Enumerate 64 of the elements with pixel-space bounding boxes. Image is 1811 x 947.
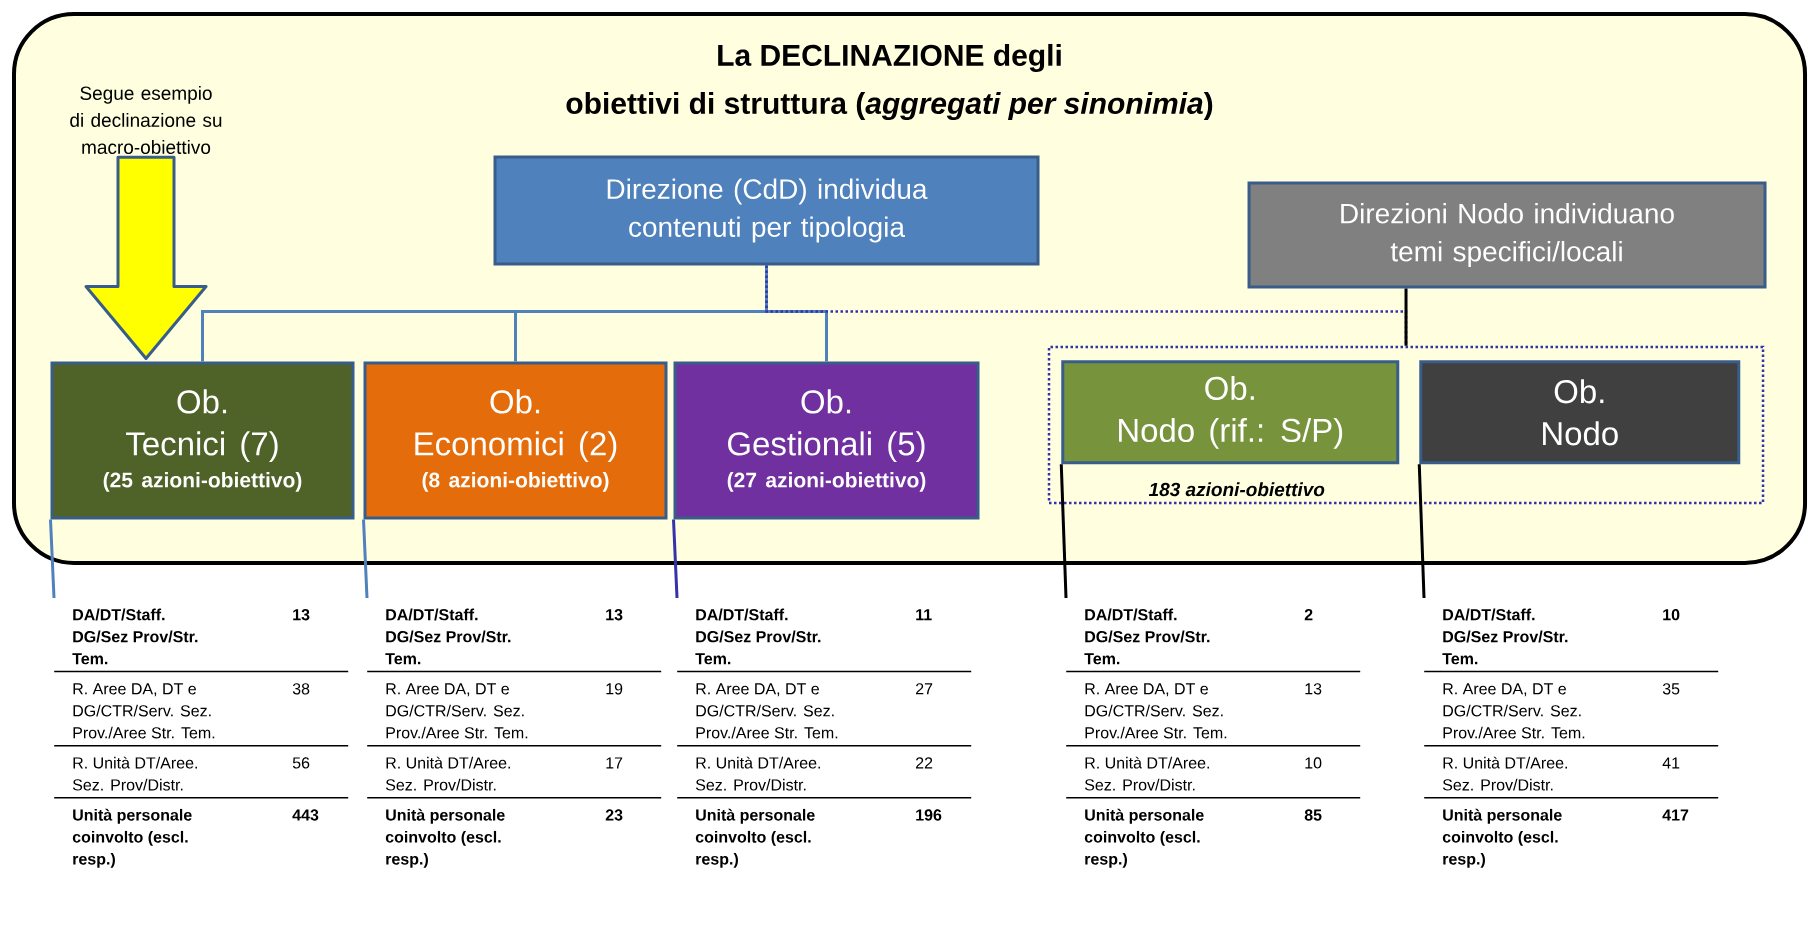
row-label: R. Unità DT/Aree. Sez. Prov/Distr. (695, 756, 820, 791)
count-value: 19 (606, 683, 623, 695)
row-label: Unità personale coinvolto (escl. resp.) (695, 808, 815, 868)
connector-line (1059, 464, 1068, 599)
count-value: 38 (292, 683, 310, 695)
block-arrow (84, 155, 208, 360)
connector-line (672, 519, 679, 599)
group-label: 183 azioni-obiettivo (1148, 482, 1325, 497)
heading-line: obiettivi di struttura (aggregati per sinonimia) (566, 92, 1213, 120)
count-value: 13 (293, 609, 310, 621)
row-label: DA/DT/Staff. DG/Sez Prov/Str. Tem. (72, 608, 198, 665)
process-box: Direzione (CdD) individua contenuti per tipologia (493, 155, 1040, 266)
count-value: 13 (1305, 683, 1322, 695)
count-value: 417 (1662, 809, 1689, 821)
count-value: 196 (916, 809, 942, 821)
row-label: R. Unità DT/Aree. Sez. Prov/Distr. (1442, 756, 1567, 791)
row-label: DA/DT/Staff. DG/Sez Prov/Str. Tem. (1442, 608, 1568, 665)
row-label: R. Unità DT/Aree. Sez. Prov/Distr. (72, 756, 197, 791)
count-value: 10 (1663, 609, 1680, 621)
data-table (53, 608, 349, 868)
row-label: R. Unità DT/Aree. Sez. Prov/Distr. (385, 756, 510, 791)
data-table (1423, 608, 1719, 868)
count-value: 85 (1304, 809, 1322, 821)
heading-line: La DECLINAZIONE degli (718, 43, 1061, 73)
count-value: 443 (292, 809, 319, 821)
row-label: DA/DT/Staff. DG/Sez Prov/Str. Tem. (695, 608, 821, 665)
count-value: 22 (916, 757, 933, 769)
connector-line (1417, 464, 1426, 599)
category-box: Ob. Tecnici (7) (25 azioni-obiettivo) (50, 361, 355, 520)
row-label: DA/DT/Staff. DG/Sez Prov/Str. Tem. (1084, 608, 1210, 665)
count-value: 2 (1304, 609, 1313, 621)
row-label: R. Aree DA, DT e DG/CTR/Serv. Sez. Prov./Aree Str. Tem. (1443, 683, 1585, 739)
row-label: R. Aree DA, DT e DG/CTR/Serv. Sez. Prov./Aree Str. Tem. (1085, 683, 1227, 739)
connector-line (765, 265, 828, 362)
count-value: 27 (916, 683, 933, 695)
count-value: 10 (1305, 757, 1322, 769)
count-value: 56 (292, 757, 310, 769)
row-label: R. Aree DA, DT e DG/CTR/Serv. Sez. Prov./Aree Str. Tem. (386, 683, 528, 739)
category-box: Ob. Nodo (rif.: S/P) (1061, 360, 1400, 465)
row-label: Unità personale coinvolto (escl. resp.) (385, 808, 505, 868)
category-box: Ob. Nodo (1419, 360, 1741, 465)
row-label: R. Unità DT/Aree. Sez. Prov/Distr. (1084, 756, 1209, 791)
row-label: Unità personale coinvolto (escl. resp.) (1442, 808, 1562, 868)
count-value: 13 (606, 609, 623, 621)
count-value: 11 (916, 609, 932, 621)
category-box: Ob. Gestionali (5) (27 azioni-obiettivo) (673, 361, 980, 520)
count-value: 23 (605, 809, 623, 821)
note-text: Segue esempio di declinazione su macro-obiettivo (70, 86, 222, 154)
row-label: R. Aree DA, DT e DG/CTR/Serv. Sez. Prov./Aree Str. Tem. (73, 683, 215, 739)
count-value: 17 (606, 757, 623, 769)
count-value: 35 (1662, 683, 1680, 695)
process-box: Direzioni Nodo individuano temi specifici/locali (1247, 181, 1767, 289)
data-table (1065, 608, 1361, 868)
row-label: DA/DT/Staff. DG/Sez Prov/Str. Tem. (385, 608, 511, 665)
data-table (366, 608, 662, 868)
connector-line (362, 519, 369, 599)
data-table (676, 608, 972, 868)
connector-line (49, 519, 56, 599)
connector-line (1404, 288, 1408, 346)
row-label: Unità personale coinvolto (escl. resp.) (1084, 808, 1204, 868)
row-label: Unità personale coinvolto (escl. resp.) (72, 808, 192, 868)
row-label: R. Aree DA, DT e DG/CTR/Serv. Sez. Prov./Aree Str. Tem. (696, 683, 838, 739)
count-value: 41 (1662, 757, 1680, 769)
category-box: Ob. Economici (2) (8 azioni-obiettivo) (363, 361, 668, 520)
